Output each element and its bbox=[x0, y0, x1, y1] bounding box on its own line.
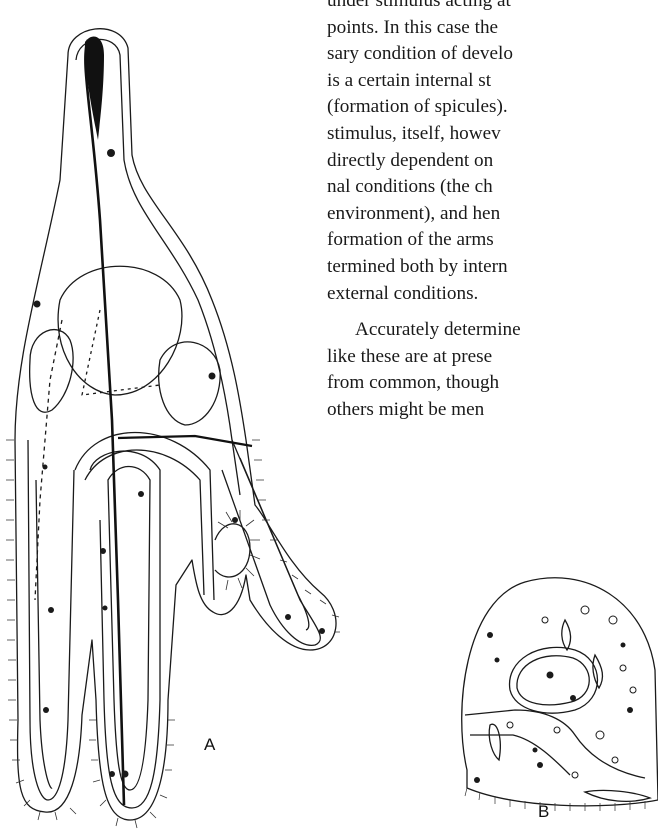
cell-dot bbox=[495, 658, 500, 663]
cell-dot bbox=[34, 301, 41, 308]
cell-dot bbox=[621, 643, 626, 648]
oral-arch-inner bbox=[85, 450, 204, 595]
vesicle bbox=[612, 757, 618, 763]
cell-dot bbox=[570, 695, 576, 701]
text-line: under stimulus acting at bbox=[327, 0, 658, 15]
text-line: (formation of spicules). bbox=[327, 94, 658, 121]
cell-dot bbox=[109, 771, 115, 777]
section-b-inner-ring-2 bbox=[517, 656, 589, 705]
cell-dots bbox=[34, 149, 326, 778]
body-text-column: under stimulus acting at points. In this… bbox=[327, 0, 658, 424]
text-line: points. In this case the bbox=[327, 15, 658, 42]
cell-dot bbox=[547, 672, 554, 679]
larva-outer-outline bbox=[15, 29, 336, 820]
cell-dot bbox=[122, 771, 129, 778]
cell-dot bbox=[43, 707, 49, 713]
vesicle bbox=[542, 617, 548, 623]
section-b-lens bbox=[585, 790, 650, 801]
text-line: others might be men bbox=[327, 397, 658, 424]
section-b-vesicles bbox=[507, 606, 636, 778]
text-line: termined both by intern bbox=[327, 254, 658, 281]
vesicle bbox=[507, 722, 513, 728]
figure-b-section-illustration bbox=[445, 560, 658, 829]
dashed-skeleton-left bbox=[35, 320, 62, 600]
cell-dot bbox=[285, 614, 291, 620]
section-b-inner-ring bbox=[510, 647, 598, 713]
arm-left-inner-line-2 bbox=[36, 480, 52, 788]
text-line: environment), and hen bbox=[327, 201, 658, 228]
cell-dot bbox=[319, 628, 325, 634]
section-b-channel-2 bbox=[470, 735, 570, 775]
text-line: from common, though bbox=[327, 370, 658, 397]
cell-dot bbox=[627, 707, 633, 713]
vesicle bbox=[609, 616, 617, 624]
cell-dot bbox=[48, 607, 54, 613]
cell-dot bbox=[100, 548, 106, 554]
text-line: like these are at prese bbox=[327, 344, 658, 371]
left-lobe bbox=[30, 330, 73, 413]
cell-dot bbox=[487, 632, 493, 638]
dashed-skeleton-right bbox=[82, 310, 160, 395]
arm-left-inner-line bbox=[28, 440, 74, 800]
vesicle bbox=[581, 606, 589, 614]
cell-dot bbox=[103, 606, 108, 611]
vesicle bbox=[620, 665, 626, 671]
cell-dot bbox=[533, 748, 538, 753]
section-b-channel bbox=[465, 710, 645, 778]
ciliated-lobe bbox=[215, 524, 250, 577]
vesicle bbox=[630, 687, 636, 693]
vesicle bbox=[572, 772, 578, 778]
section-b-spindle-2 bbox=[562, 620, 571, 650]
cell-dot bbox=[232, 517, 238, 523]
cell-dot bbox=[107, 149, 115, 157]
text-line: stimulus, itself, howev bbox=[327, 121, 658, 148]
text-line: is a certain internal st bbox=[327, 68, 658, 95]
text-line: Accurately determine bbox=[327, 317, 658, 344]
vesicle bbox=[554, 727, 560, 733]
cell-dot bbox=[474, 777, 480, 783]
text-line: sary condition of develo bbox=[327, 41, 658, 68]
figure-b-label: B bbox=[538, 802, 549, 822]
text-line: nal conditions (the ch bbox=[327, 174, 658, 201]
central-skeletal-rod bbox=[85, 40, 124, 805]
cell-dot bbox=[209, 373, 216, 380]
right-lobe bbox=[159, 342, 220, 425]
figure-a-larva-illustration bbox=[0, 0, 340, 829]
text-line: directly dependent on bbox=[327, 148, 658, 175]
section-b-dots bbox=[474, 632, 633, 783]
stomach-outline bbox=[58, 266, 182, 395]
cell-dot bbox=[537, 762, 543, 768]
text-line: external conditions. bbox=[327, 281, 658, 308]
text-line: formation of the arms bbox=[327, 227, 658, 254]
figure-a-label: A bbox=[204, 735, 215, 755]
cell-dot bbox=[138, 491, 144, 497]
section-b-spindle bbox=[489, 724, 500, 760]
oral-arch bbox=[75, 433, 214, 601]
vesicle bbox=[596, 731, 604, 739]
cell-dot bbox=[43, 465, 48, 470]
section-b-outline bbox=[462, 578, 658, 806]
